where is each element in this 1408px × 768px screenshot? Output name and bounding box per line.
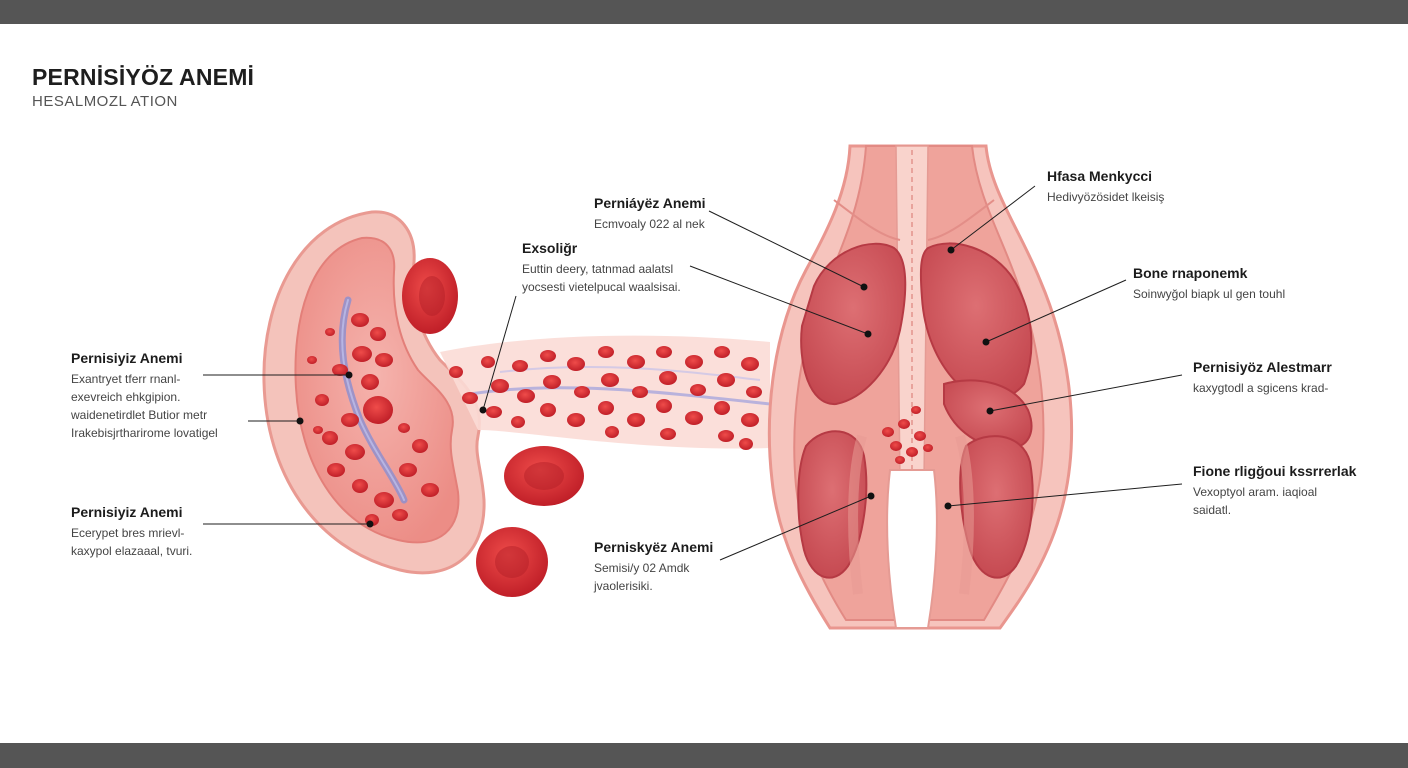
label-center-bottom: Perniskyëz Anemi Semisi/y 02 Amdk jvaole… [594,539,713,595]
label-right-3-line: kaxygtodl a sgicens krad- [1193,381,1329,395]
label-right-3: Pernisiyöz Alestmarr kaxygtodl a sgicens… [1193,359,1332,397]
label-right-2-heading: Bone rnaponemk [1133,265,1248,281]
label-left-2-line: Ecerypet bres mrievl- [71,526,185,540]
label-left-2-heading: Pernisiyiz Anemi [71,504,183,520]
top-frame-bar [0,0,1408,24]
label-left-1: Pernisiyiz Anemi Exantryet tferr rnanl- … [71,350,218,442]
label-left-1-line: exevreich ehkgipion. [71,390,181,404]
label-center-top-2-line: Euttin deery, tatnmad aalatsl [522,262,674,276]
right-organ-cells [882,406,933,464]
label-center-bottom-line: Semisi/y 02 Amdk [594,561,690,575]
label-right-2-line: Soinwyğol biapk ul gen touhl [1133,287,1286,301]
vessel-cells [449,346,762,450]
label-center-top-2-heading: Exsoliğr [522,240,578,256]
label-right-2: Bone rnaponemk Soinwyğol biapk ul gen to… [1133,265,1285,303]
label-left-1-heading: Pernisiyiz Anemi [71,350,183,366]
label-right-4-line: Vexoptyol aram. iaqioal [1193,485,1318,499]
label-right-1: Hfasa Menkycci Hedivyözösidet lkeisiş [1047,168,1164,206]
label-center-top-1: Perniáyëz Anemi Ecmvoaly 022 al nek [594,195,706,233]
bottom-frame-bar [0,743,1408,768]
page-subtitle: HESALMOZL ATION [32,93,178,110]
label-center-bottom-line: jvaolerisiki. [594,579,653,593]
label-center-top-2: Exsoliğr Euttin deery, tatnmad aalatsl y… [522,240,681,296]
label-right-3-heading: Pernisiyöz Alestmarr [1193,359,1332,375]
label-center-bottom-heading: Perniskyëz Anemi [594,539,714,555]
label-center-top-1-heading: Perniáyëz Anemi [594,195,706,211]
title-block: PERNİSİYÖZ ANEMİ HESALMOZL ATION [32,64,254,110]
label-right-4-heading: Fione rligğoui kssrrerlak [1193,463,1357,479]
label-right-1-line: Hedivyözösidet lkeisiş [1047,190,1165,204]
label-left-2: Pernisiyiz Anemi Ecerypet bres mrievl- k… [71,504,192,560]
label-left-1-line: Irakebisjrtharirome lovatigel [71,426,218,440]
page-title: PERNİSİYÖZ ANEMİ [32,64,255,90]
leader-dots [296,246,994,528]
label-right-4: Fione rligğoui kssrrerlak Vexoptyol aram… [1193,463,1356,519]
label-right-4-line: saidatl. [1193,503,1232,517]
label-left-1-line: waidenetirdlet Butior metr [71,408,208,422]
label-center-top-1-line: Ecmvoaly 022 al nek [594,217,705,231]
right-organ [767,144,1074,630]
label-right-1-heading: Hfasa Menkycci [1047,168,1153,184]
large-red-cells [402,258,584,597]
label-left-2-line: kaxypol elazaaal, tvuri. [71,544,193,558]
leader-lines [203,185,1183,561]
label-center-top-2-line: yocsesti vietelpucal waalsisai. [522,280,681,294]
label-left-1-line: Exantryet tferr rnanl- [71,372,181,386]
